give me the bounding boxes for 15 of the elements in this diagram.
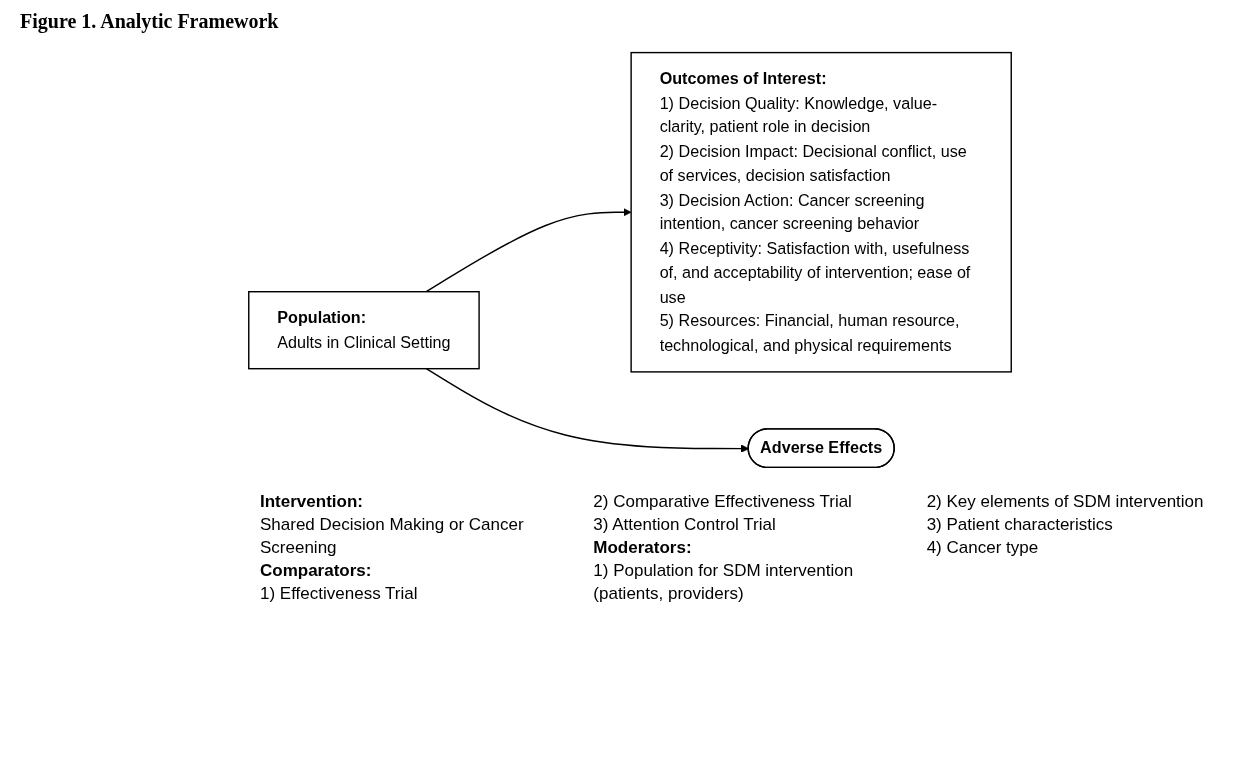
section-heading: Intervention: <box>260 491 364 513</box>
arrow <box>425 208 632 293</box>
list-item: 1) Effectiveness Trial <box>260 583 419 605</box>
list-item: 4) Cancer type <box>926 537 1040 559</box>
list-item: 1) Population for SDM intervention (patients, providers) <box>593 560 855 605</box>
list-item: Shared Decision Making or Cancer Screening <box>260 514 525 559</box>
section-heading: Moderators: <box>593 537 693 559</box>
node-box: Population: Adults in Clinical Setting <box>248 291 480 370</box>
list-item: 2) Comparative Effectiveness Trial <box>593 491 853 513</box>
list-item: 3) Attention Control Trial <box>593 514 777 536</box>
figure-title: Figure 1. Analytic Framework <box>20 10 279 33</box>
list-item: 3) Patient characteristics <box>926 514 1114 536</box>
list-item: 2) Key elements of SDM intervention <box>926 491 1205 513</box>
section-heading: Comparators: <box>260 560 373 582</box>
node-box: Outcomes of Interest: 1) Decision Quality: Knowledge, value-clarity, patient role in decision 2) Decision Impact: Decisional conflict, use of services, decision satisfaction 3) Decision Action: Cancer screening intention, cancer screening behavior 4) Receptivity: Satisfaction with, usefulness of, and acceptability of intervention; ease of use 5) Resources: Financial, human resource, technological, and physical requirements <box>630 51 1012 373</box>
